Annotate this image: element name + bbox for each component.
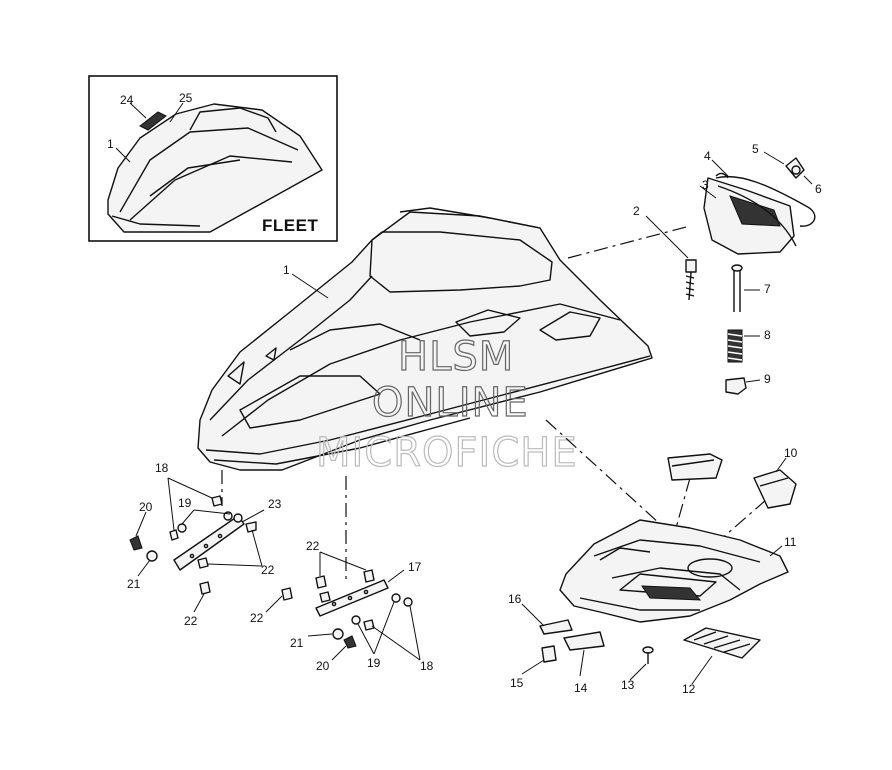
callout-18-left: 18: [155, 461, 169, 475]
callout-3: 3: [702, 178, 709, 192]
callout-25: 25: [179, 91, 193, 105]
callout-11: 11: [784, 535, 797, 549]
callout-4: 4: [704, 149, 711, 163]
hex-nut: [725, 377, 747, 395]
callout-22-mid-a: 22: [306, 539, 320, 553]
grille-plate: [683, 627, 761, 659]
watermark: HLSM ONLINE MICROFICHE: [315, 333, 578, 476]
callout-21-mid: 21: [290, 636, 304, 650]
pan-screw: [642, 646, 654, 664]
spring: [727, 329, 743, 363]
middle-bracket-group: [281, 569, 413, 649]
callout-24: 24: [120, 93, 134, 107]
headlight-assembly: [703, 157, 816, 255]
callout-1: 1: [283, 263, 290, 277]
callout-14: 14: [574, 681, 588, 695]
callout-12: 12: [682, 682, 696, 696]
callout-13: 13: [621, 678, 635, 692]
callout-9: 9: [764, 372, 771, 386]
pivot-pin: [731, 264, 743, 312]
callout-20-mid: 20: [316, 659, 330, 673]
pads: [539, 619, 605, 663]
callout-19-left: 19: [178, 496, 192, 510]
watermark-line3: MICROFICHE: [316, 430, 578, 476]
callout-22-left-b: 22: [184, 614, 198, 628]
callout-17: 17: [408, 560, 422, 574]
callout-7: 7: [764, 282, 771, 296]
callout-21-left: 21: [127, 577, 141, 591]
callout-5: 5: [752, 142, 759, 156]
fleet-hood-drawing: [107, 103, 323, 233]
callout-16: 16: [508, 592, 522, 606]
callout-22-mid-b: 22: [250, 611, 264, 625]
callout-19-mid: 19: [367, 656, 381, 670]
watermark-line1: HLSM: [398, 334, 514, 380]
callout-2: 2: [633, 204, 640, 218]
main-hood: [197, 207, 653, 471]
callout-1-inset: 1: [107, 137, 114, 151]
fleet-inset: FLEET 24 25 1: [88, 75, 338, 242]
callout-22-left-a: 22: [261, 563, 275, 577]
callout-6: 6: [815, 182, 822, 196]
callout-15: 15: [510, 676, 524, 690]
callout-20-left: 20: [139, 500, 153, 514]
fleet-decal-24: [139, 111, 167, 131]
adjuster-screw: [685, 259, 697, 301]
watermark-line2: ONLINE: [372, 380, 529, 426]
belly-pan: [559, 519, 789, 623]
callout-10: 10: [784, 446, 798, 460]
callout-23: 23: [268, 497, 282, 511]
left-bracket-group: [129, 495, 257, 595]
fleet-label: FLEET: [262, 216, 318, 235]
callout-8: 8: [764, 328, 771, 342]
callout-18-mid: 18: [420, 659, 434, 673]
foam-blocks: [667, 453, 797, 509]
